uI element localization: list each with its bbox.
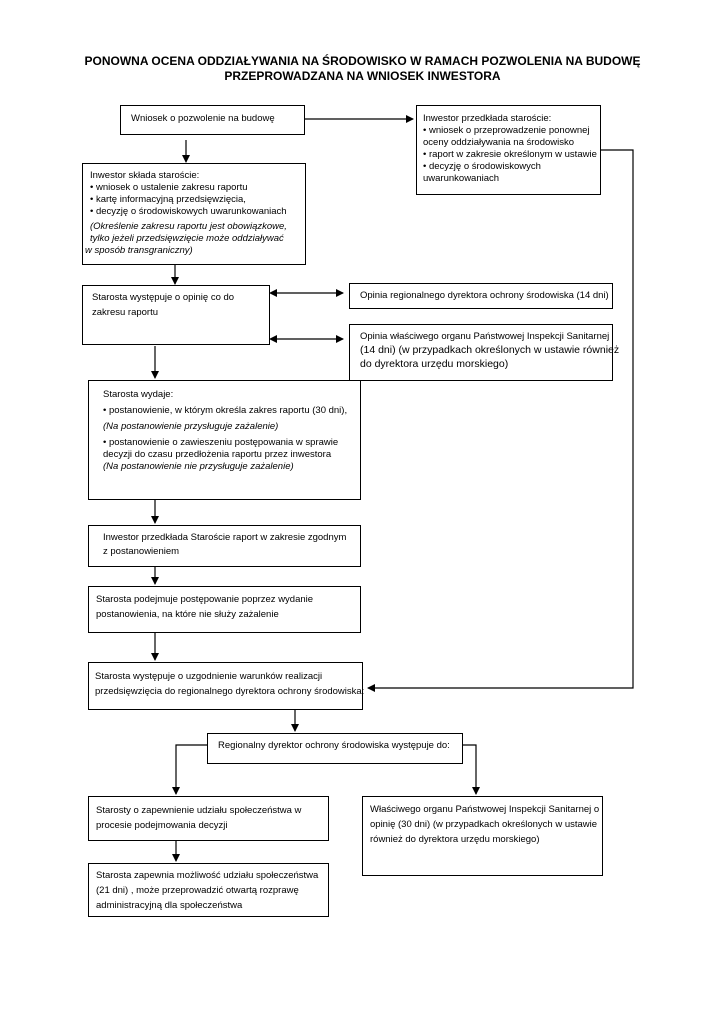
box-starosta-zapewnia: Starosta zapewnia możliwość udziału społ… (88, 863, 329, 917)
text-line: do dyrektora urzędu morskiego) (360, 358, 509, 370)
box-starosta-uzgodnienie: Starosta występuje o uzgodnienie warunkó… (88, 662, 365, 710)
text-line: postanowienia, na które nie służy zażale… (96, 609, 279, 620)
box-inwestor-raport: Inwestor przedkłada Staroście raport w z… (88, 525, 361, 567)
box-starosta-podejmuje: Starosta podejmuje postępowanie poprzez … (88, 586, 361, 633)
text-line: Opinia regionalnego dyrektora ochrony śr… (360, 290, 609, 301)
text-line: • postanowienie, w którym określa zakres… (103, 405, 348, 416)
text-line: • wniosek o ustalenie zakresu raportu (90, 182, 248, 193)
arrow-rdos-to-pis (463, 744, 480, 795)
text-line: (21 dni) , może przeprowadzić otwartą ro… (96, 885, 299, 896)
text-line: • wniosek o przeprowadzenie ponownej (423, 125, 590, 136)
text-line: Właściwego organu Państwowej Inspekcji S… (370, 804, 600, 815)
text-line: Starosta występuje o uzgodnienie warunkó… (95, 671, 323, 682)
page-title-line-2: PRZEPROWADZANA NA WNIOSEK INWESTORA (224, 69, 501, 83)
text-line: Starosta występuje o opinię co do (92, 292, 235, 303)
text-line: • kartę informacyjną przedsięwzięcia, (90, 194, 246, 205)
text-line: uwarunkowaniach (423, 173, 500, 184)
box-starosta-wydaje: Starosta wydaje: • postanowienie, w któr… (88, 380, 361, 500)
box-rdos-wystepuje: Regionalny dyrektor ochrony środowiska w… (207, 733, 463, 764)
text-line: Inwestor przedkłada Staroście raport w z… (103, 532, 347, 543)
box-starosta-opinia: Starosta występuje o opinię co do zakres… (82, 285, 270, 345)
text-line: również do dyrektora urzędu morskiego) (370, 834, 540, 845)
text-line: opinię (30 dni) (w przypadkach określony… (370, 819, 598, 830)
text-line: Inwestor przedkłada staroście: (423, 113, 552, 124)
note-line: tylko jeżeli przedsięwzięcie może oddzia… (90, 233, 284, 244)
box-wniosek-pozwolenie: Wniosek o pozwolenie na budowę (120, 105, 305, 135)
note-line: w sposób transgraniczny) (85, 245, 193, 256)
text-line: Opinia właściwego organu Państwowej Insp… (360, 331, 610, 342)
text-line: procesie podejmowania decyzji (96, 820, 228, 831)
text-line: oceny oddziaływania na środowisko (423, 137, 575, 148)
note-line: (Na postanowienie przysługuje zażalenie) (103, 421, 279, 432)
text-line: przedsięwzięcia do regionalnego dyrektor… (95, 686, 365, 697)
box-opinia-rdos: Opinia regionalnego dyrektora ochrony śr… (349, 283, 613, 309)
text-line: • postanowienie o zawieszeniu postępowan… (103, 437, 339, 448)
text-line: • decyzję o środowiskowych uwarunkowania… (90, 206, 287, 217)
text-line: • decyzję o środowiskowych (423, 161, 541, 172)
note-line: (Określenie zakresu raportu jest obowiąz… (90, 221, 287, 232)
box-opinia-pis: Opinia właściwego organu Państwowej Insp… (349, 324, 620, 381)
text-line: Starosta wydaje: (103, 389, 174, 400)
arrow-przedklada-to-uzgodnienie (367, 149, 634, 692)
text-line: • raport w zakresie określonym w ustawie (423, 149, 597, 160)
text-line: administracyjną dla społeczeństwa (96, 900, 243, 911)
text-line: Starosty o zapewnienie udziału społeczeń… (96, 805, 302, 816)
box-inwestor-przedklada: Inwestor przedkłada staroście: • wniosek… (416, 105, 601, 195)
text-line: Starosta zapewnia możliwość udziału społ… (96, 870, 319, 881)
text-line: zakresu raportu (92, 307, 159, 318)
text-line: z postanowieniem (103, 546, 180, 557)
box-wniosek-label: Wniosek o pozwolenie na budowę (131, 113, 275, 124)
box-inwestor-sklada: Inwestor składa staroście: • wniosek o u… (82, 163, 306, 265)
note-line: (Na postanowienie nie przysługuje zażale… (103, 461, 294, 472)
text-line: decyzji do czasu przedłożenia raportu pr… (103, 449, 332, 460)
box-starosty-zapewnienie: Starosty o zapewnienie udziału społeczeń… (88, 796, 329, 841)
text-line: Inwestor składa staroście: (90, 170, 200, 181)
text-line: Regionalny dyrektor ochrony środowiska w… (218, 740, 450, 751)
text-line: Starosta podejmuje postępowanie poprzez … (96, 594, 314, 605)
page-title-line-1: PONOWNA OCENA ODDZIAŁYWANIA NA ŚRODOWISK… (84, 54, 641, 68)
text-line: (14 dni) (w przypadkach określonych w us… (360, 344, 620, 356)
arrow-rdos-to-starosty (172, 744, 207, 795)
box-pis-opinia-30: Właściwego organu Państwowej Inspekcji S… (362, 796, 603, 876)
